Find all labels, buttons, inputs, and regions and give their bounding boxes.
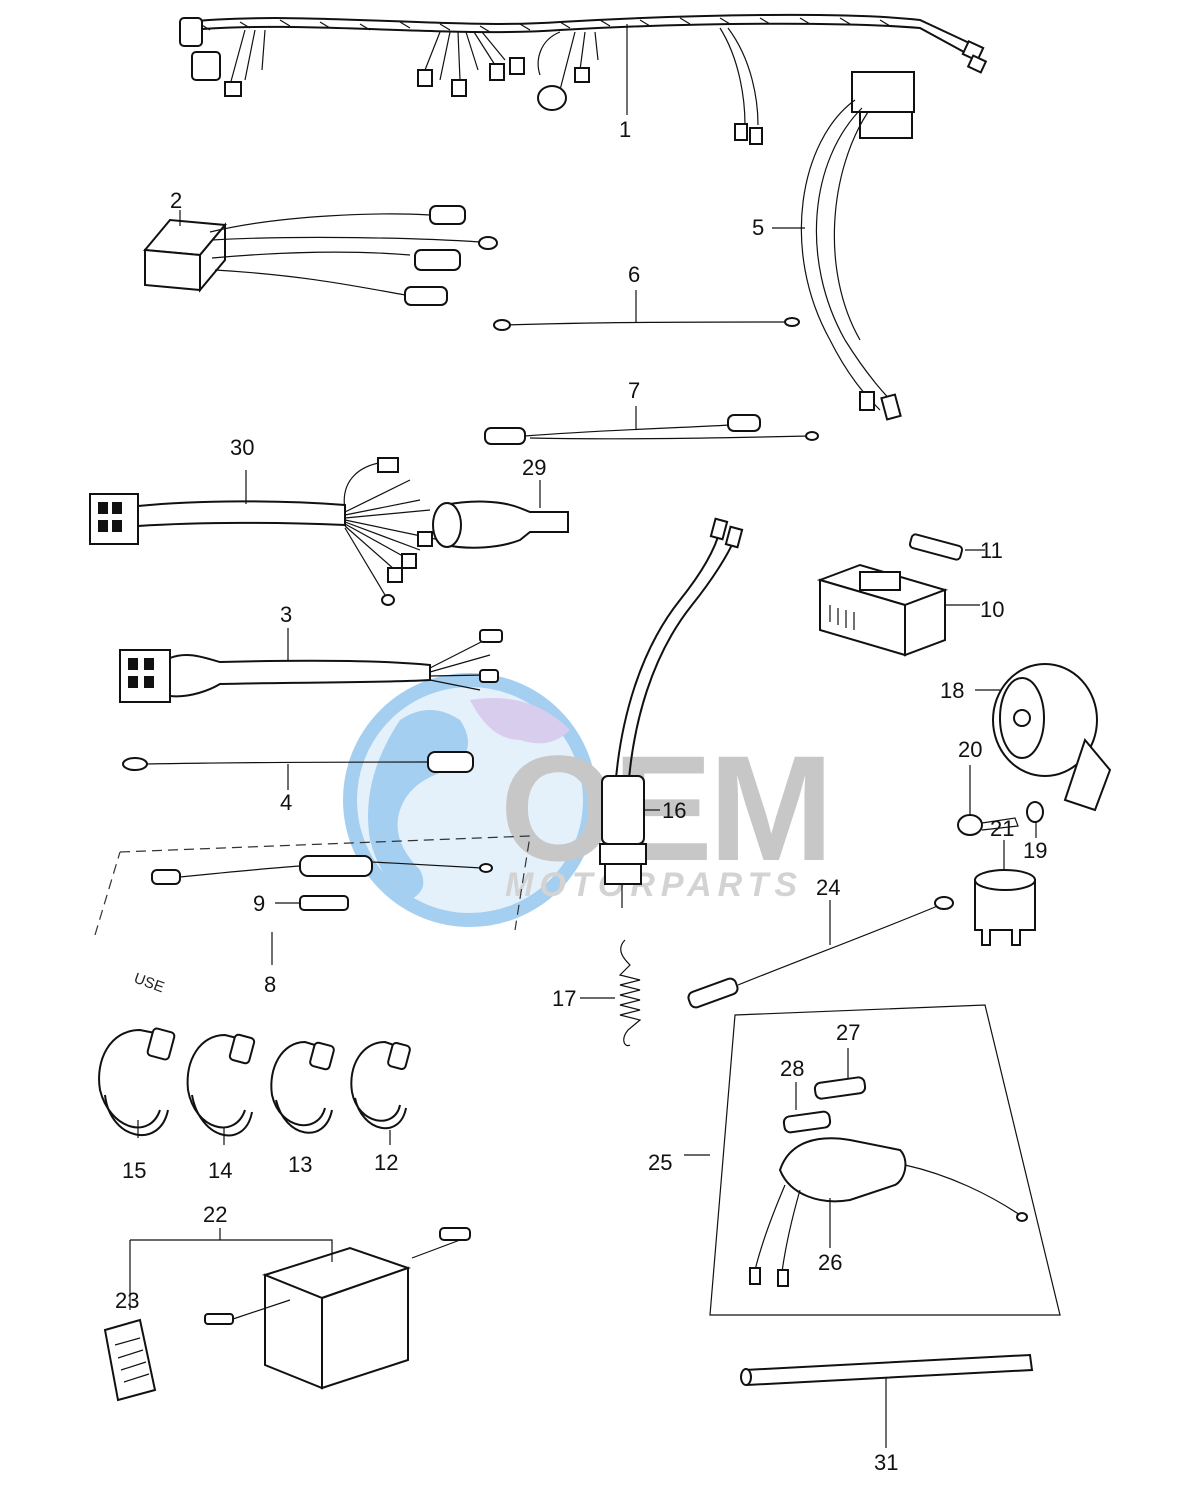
part-12-band[interactable]	[350, 1040, 411, 1145]
part-6-lead[interactable]	[493, 290, 800, 331]
part-5-relay-harness[interactable]	[772, 71, 915, 421]
callout-7: 7	[628, 378, 640, 403]
part-25-socket-kit[interactable]	[684, 1004, 1061, 1316]
callout-24: 24	[816, 875, 840, 900]
callout-14: 14	[208, 1158, 232, 1183]
part-29-boot[interactable]	[432, 480, 569, 549]
part-16-switch[interactable]	[599, 517, 744, 908]
watermark-sub: MOTORPARTS	[505, 866, 803, 904]
part-26-socket[interactable]	[749, 1137, 1028, 1287]
part-8-fuse-lead[interactable]	[94, 835, 531, 965]
part-20-bolt[interactable]	[957, 765, 1019, 836]
part-18-horn[interactable]	[975, 663, 1112, 812]
callout-15: 15	[122, 1158, 146, 1183]
part-2-rectifier[interactable]	[143, 205, 498, 306]
callout-12: 12	[374, 1150, 398, 1175]
part-28-bulb[interactable]	[782, 1082, 832, 1134]
callout-26: 26	[818, 1250, 842, 1275]
note-use: USE	[132, 970, 167, 997]
callout-3: 3	[280, 602, 292, 627]
callout-9: 9	[253, 891, 265, 916]
part-30-sub-harness[interactable]	[89, 457, 441, 606]
callout-20: 20	[958, 737, 982, 762]
part-22-battery-box[interactable]	[129, 1227, 471, 1390]
callout-5: 5	[752, 215, 764, 240]
callout-1: 1	[619, 117, 631, 142]
callout-2: 2	[170, 188, 182, 213]
callout-18: 18	[940, 678, 964, 703]
callout-4: 4	[280, 790, 292, 815]
callout-25: 25	[648, 1150, 672, 1175]
part-15-band[interactable]	[98, 1027, 176, 1138]
callout-21: 21	[990, 816, 1014, 841]
part-9-fuse[interactable]	[275, 895, 349, 911]
watermark: OEM MOTORPARTS	[343, 673, 834, 927]
callout-17: 17	[552, 986, 576, 1011]
part-3-harness[interactable]	[119, 628, 503, 703]
part-23-label[interactable]	[103, 1318, 157, 1402]
part-24-lead[interactable]	[687, 896, 954, 1009]
part-11-fuse[interactable]	[908, 533, 985, 561]
part-14-band[interactable]	[186, 1033, 256, 1145]
part-17-spring[interactable]	[580, 939, 642, 1047]
callout-19: 19	[1023, 838, 1047, 863]
part-7-lead[interactable]	[484, 406, 819, 445]
part-13-band[interactable]	[270, 1040, 335, 1134]
callout-16: 16	[662, 798, 686, 823]
part-1-main-harness[interactable]	[179, 13, 988, 145]
callout-6: 6	[628, 262, 640, 287]
callout-11: 11	[980, 538, 1003, 563]
callout-29: 29	[522, 455, 546, 480]
part-10-fuse-box[interactable]	[816, 563, 980, 657]
callout-31: 31	[874, 1450, 898, 1475]
callout-28: 28	[780, 1056, 804, 1081]
callout-23: 23	[115, 1288, 139, 1313]
watermark-brand: OEM	[500, 724, 830, 892]
callout-13: 13	[288, 1152, 312, 1177]
part-31-tube[interactable]	[740, 1353, 1034, 1448]
part-27-bulb[interactable]	[813, 1048, 867, 1100]
callout-22: 22	[203, 1202, 227, 1227]
part-4-lead[interactable]	[122, 751, 474, 790]
callout-30: 30	[230, 435, 254, 460]
part-19-washer[interactable]	[1026, 801, 1044, 838]
callout-10: 10	[980, 597, 1004, 622]
part-21-bracket[interactable]	[974, 840, 1036, 946]
callout-8: 8	[264, 972, 276, 997]
callout-27: 27	[836, 1020, 860, 1045]
